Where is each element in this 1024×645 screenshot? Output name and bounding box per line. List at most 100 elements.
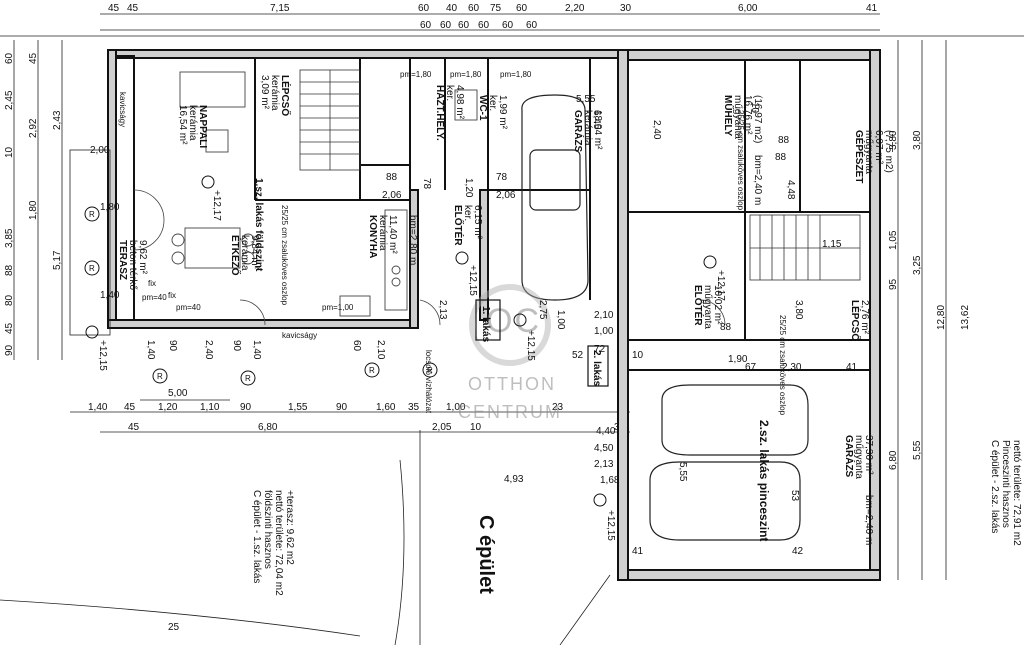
svg-text:90: 90 (231, 340, 242, 352)
svg-text:(7,75 m2): (7,75 m2) (883, 130, 894, 173)
car-garage2b (649, 461, 801, 541)
dim-right-7: 5,55 (912, 440, 923, 460)
dim-top2-4: 60 (478, 20, 490, 31)
dim-bot-8: 1,60 (376, 402, 396, 413)
dim-left-8: 90 (4, 344, 15, 356)
dim-right-6: 3,25 (912, 255, 923, 275)
dim-bot-4: 1,10 (200, 402, 220, 413)
note-pm-2: pm=1,80 (450, 70, 482, 79)
dim-left-1: 60 (4, 52, 15, 64)
dim-bot-10: 1,00 (446, 402, 466, 413)
svg-text:ÉTKEZŐ: ÉTKEZŐ (229, 235, 242, 276)
svg-text:NAPPALI: NAPPALI (197, 105, 208, 148)
svg-text:+12,15: +12,15 (97, 340, 108, 371)
svg-text:88: 88 (720, 322, 732, 333)
svg-text:GARÁZS: GARÁZS (572, 110, 585, 153)
dim-4-50: 4,50 (594, 443, 614, 454)
dim-bot2-3: 2,05 (432, 422, 452, 433)
svg-text:GARÁZS: GARÁZS (843, 435, 856, 478)
svg-text:3,09 m²: 3,09 m² (259, 75, 270, 110)
dim-left-6: 80 (4, 294, 15, 306)
flat1-marker: 1. lakás (480, 306, 491, 343)
dim-top-4: 60 (418, 3, 430, 14)
watermark: OC OTTHON CENTRUM (458, 284, 562, 422)
svg-text:41: 41 (632, 546, 644, 557)
note-oszlop-3: 25/25 cm zsaluköves oszlop (778, 315, 787, 416)
dim-bot-11: 23 (552, 402, 564, 413)
sink (339, 295, 371, 317)
svg-text:90: 90 (167, 340, 178, 352)
dim-bot2-2: 6,80 (258, 422, 278, 433)
dim-right-2: 1,05 (888, 230, 899, 250)
svg-text:R: R (157, 372, 163, 381)
r-markers: R R R R R R (84, 206, 438, 386)
svg-text:ker.: ker. (444, 85, 455, 101)
dim-4-93: 4,93 (504, 474, 524, 485)
svg-text:60: 60 (351, 340, 362, 352)
svg-text:88: 88 (386, 172, 398, 183)
svg-text:R: R (245, 374, 251, 383)
kitchen-counter (384, 209, 408, 311)
room-haztart: HÁZT.HELY. ker. 4,98 m² (434, 85, 465, 141)
flat1-level: 1.sz. lakás földszint (253, 178, 264, 272)
svg-text:+12,17: +12,17 (211, 190, 222, 221)
left-dimension-lines (13, 40, 63, 360)
svg-text:+12,15: +12,15 (525, 330, 536, 361)
svg-text:R: R (89, 210, 95, 219)
dim-top-2: 45 (127, 3, 139, 14)
svg-text:72: 72 (594, 344, 606, 355)
svg-text:6,07 m²: 6,07 m² (873, 130, 884, 165)
level-markers: +12,17 +12,15 +12,15 +12,17 +12,15 +12,1… (85, 175, 726, 541)
note-pm-3: pm=1,80 (500, 70, 532, 79)
svg-text:+terasz: 9,62 m2: +terasz: 9,62 m2 (284, 490, 295, 565)
dim-left-4: 3,85 (4, 228, 15, 248)
dim-top-8: 60 (516, 3, 528, 14)
room-terasz: TERASZ beton térkő 9,62 m² (117, 240, 148, 290)
svg-text:műgyanta: műgyanta (863, 130, 874, 174)
svg-text:9,84 m²: 9,84 m² (249, 235, 260, 270)
svg-text:52: 52 (572, 350, 584, 361)
room-nappali: NAPPALI kerámia 16,54 m² (177, 105, 208, 148)
note-pm-5: pm=40 (176, 303, 201, 312)
svg-text:HÁZT.HELY.: HÁZT.HELY. (434, 85, 447, 141)
room-etkezo: ÉTKEZŐ kerámia 9,84 m² (229, 235, 260, 276)
dim-right-9: 13,62 (960, 305, 971, 330)
dim-top-5: 40 (446, 3, 458, 14)
flat2-marker: 2. lakás (591, 350, 602, 387)
dim-top-12: 41 (866, 3, 878, 14)
dim-left3-2: 5,17 (52, 250, 63, 270)
dim-bot-3: 1,20 (158, 402, 178, 413)
chair (241, 233, 255, 247)
sofa (179, 71, 246, 108)
area-summary-flat1: C épület - 1.sz. lakás földszinti haszno… (251, 490, 295, 596)
svg-text:18,04 m²: 18,04 m² (592, 110, 603, 150)
svg-text:1,00: 1,00 (594, 326, 614, 337)
dim-top2-5: 60 (502, 20, 514, 31)
svg-text:LÉPCSŐ: LÉPCSŐ (849, 300, 862, 341)
room-lepcso1: LÉPCSŐ kerámia 3,09 m² (259, 75, 292, 116)
watermark-line2: CENTRUM (458, 402, 562, 422)
svg-text:3,80: 3,80 (793, 300, 804, 320)
svg-text:2,06: 2,06 (382, 190, 402, 201)
armchair (205, 129, 229, 153)
svg-text:műgyanta: műgyanta (853, 435, 864, 479)
svg-text:4,40: 4,40 (596, 426, 616, 437)
furniture (171, 71, 478, 317)
svg-text:1,00: 1,00 (555, 310, 566, 330)
note-kavicsagy-2: kavicságy (282, 331, 317, 340)
svg-text:10: 10 (749, 102, 760, 114)
svg-text:kerámia: kerámia (239, 235, 250, 271)
svg-text:2,40: 2,40 (203, 340, 214, 360)
svg-text:1,80: 1,80 (100, 202, 120, 213)
right-dimension-lines (897, 40, 947, 580)
svg-text:WC-1: WC-1 (477, 95, 488, 121)
dim-left-5: 88 (4, 264, 15, 276)
svg-text:88: 88 (778, 135, 790, 146)
walls-flat1 (107, 49, 629, 329)
bottom-dimension-lines (70, 399, 630, 433)
svg-text:nettó területe: 72,04 m2: nettó területe: 72,04 m2 (273, 490, 284, 596)
dim-top-11: 6,00 (738, 3, 758, 14)
note-viz: locsoló vízhálózat (424, 350, 433, 414)
dim-bot-7: 90 (336, 402, 348, 413)
note-fix-2: fix (168, 291, 176, 300)
